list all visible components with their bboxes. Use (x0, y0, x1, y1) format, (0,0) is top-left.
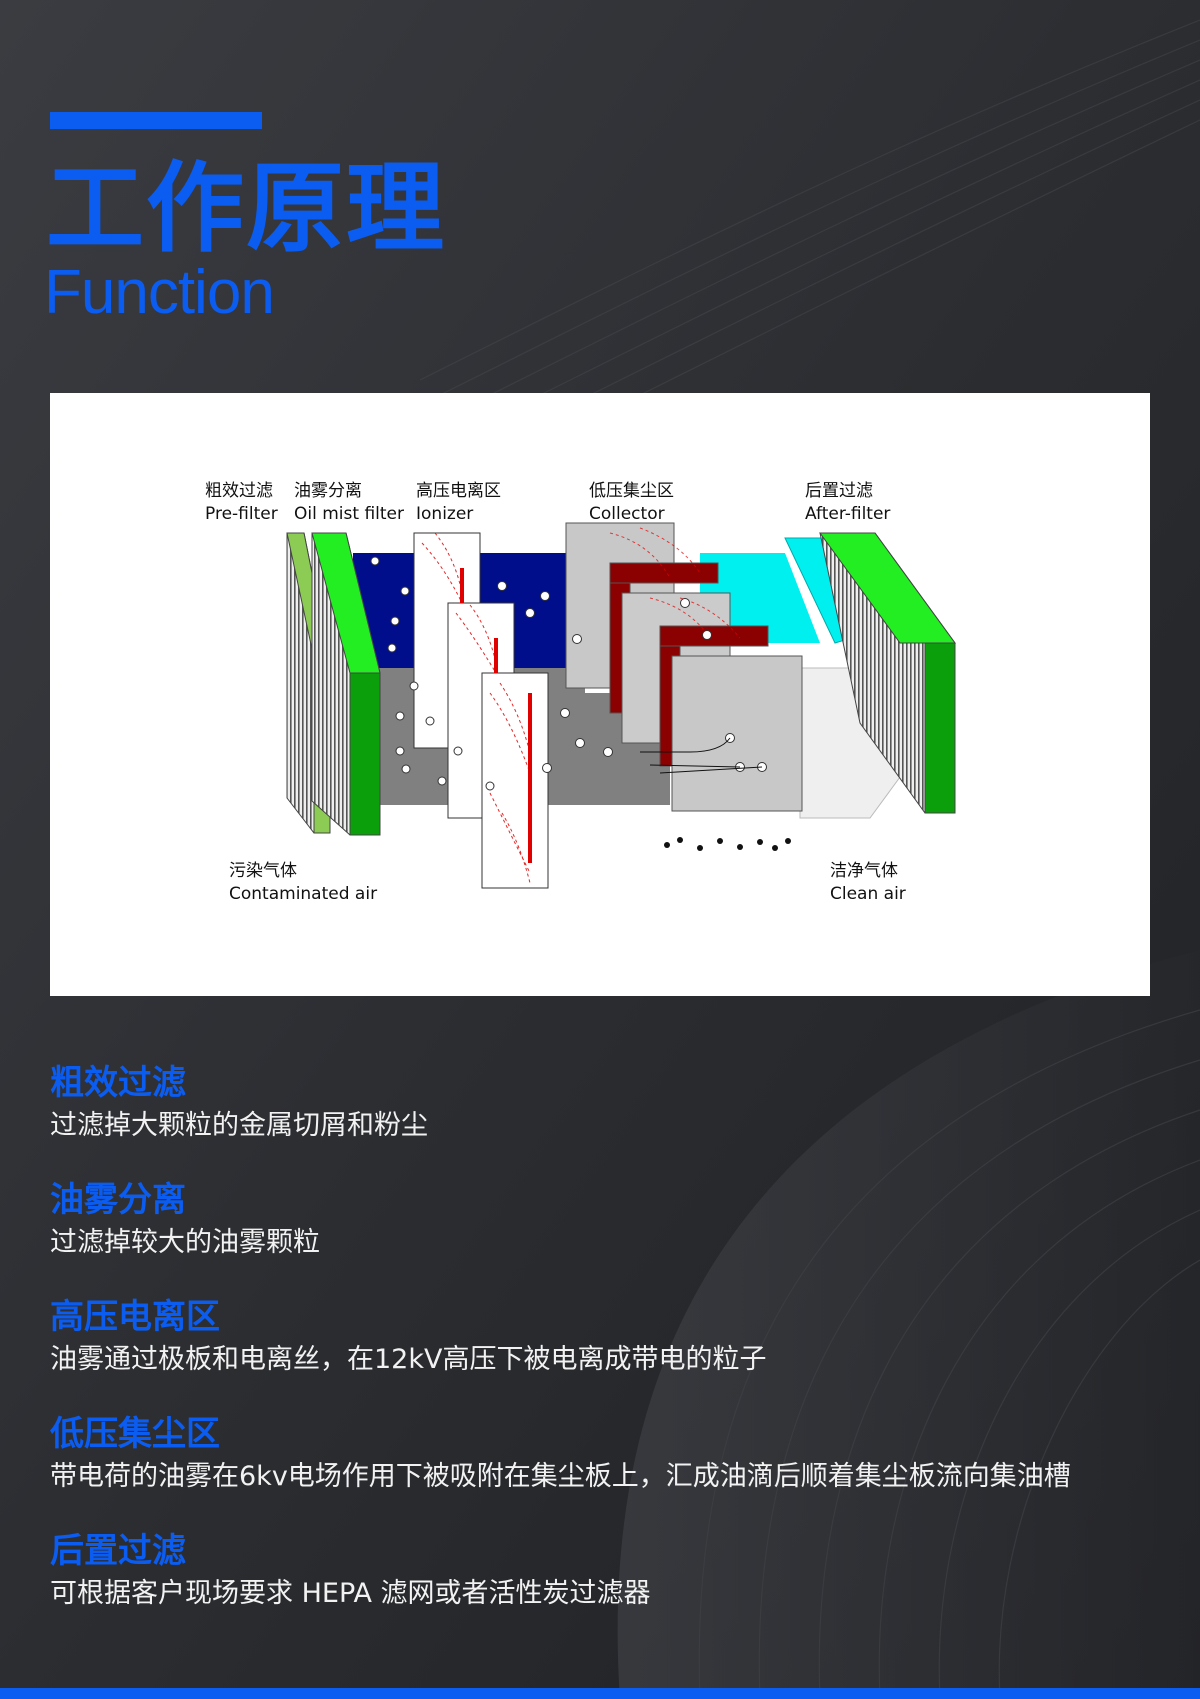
label-oilmist-en: Oil mist filter (294, 504, 404, 524)
function-sections: 粗效过滤 过滤掉大颗粒的金属切屑和粉尘 油雾分离 过滤掉较大的油雾颗粒 高压电离… (50, 1060, 1160, 1645)
label-clean-en: Clean air (830, 884, 906, 904)
air-filter-diagram: 粗效过滤 Pre-filter 油雾分离 Oil mist filter 高压电… (205, 481, 956, 904)
collector-plates (565, 522, 803, 812)
page-subtitle: Function (44, 258, 275, 327)
section-afterfilter: 后置过滤 可根据客户现场要求 HEPA 滤网或者活性炭过滤器 (50, 1528, 1160, 1645)
section-desc: 过滤掉较大的油雾颗粒 (50, 1227, 320, 1258)
label-contaminated-cn: 污染气体 (229, 861, 297, 881)
label-collector-cn: 低压集尘区 (589, 481, 674, 501)
label-ionizer-en: Ionizer (416, 504, 473, 524)
bottom-accent-bar (0, 1688, 1200, 1699)
section-title: 后置过滤 (50, 1531, 186, 1571)
label-afterfilter-en: After-filter (805, 504, 890, 524)
section-collector: 低压集尘区 带电荷的油雾在6kv电场作用下被吸附在集尘板上，汇成油滴后顺着集尘板… (50, 1411, 1160, 1528)
label-afterfilter-cn: 后置过滤 (805, 481, 873, 501)
ionizer-wires (460, 568, 532, 863)
page-title: 工作原理 (46, 152, 447, 266)
particles-uncharged (370, 556, 495, 791)
label-clean-cn: 洁净气体 (830, 861, 898, 881)
section-desc: 可根据客户现场要求 HEPA 滤网或者活性炭过滤器 (50, 1578, 651, 1609)
oil-droplets (664, 837, 791, 851)
label-prefilter-cn: 粗效过滤 (205, 481, 273, 501)
label-contaminated-en: Contaminated air (229, 884, 377, 904)
ionizer-plates (413, 532, 549, 889)
label-prefilter-en: Pre-filter (205, 504, 278, 524)
label-collector-en: Collector (589, 504, 665, 524)
section-desc: 过滤掉大颗粒的金属切屑和粉尘 (50, 1110, 428, 1141)
section-title: 低压集尘区 (50, 1414, 220, 1454)
section-desc: 带电荷的油雾在6kv电场作用下被吸附在集尘板上，汇成油滴后顺着集尘板流向集油槽 (50, 1461, 1071, 1492)
label-ionizer-cn: 高压电离区 (416, 481, 501, 501)
particles-charged (497, 581, 767, 773)
label-oilmist-cn: 油雾分离 (294, 481, 362, 501)
section-title: 油雾分离 (50, 1180, 186, 1220)
section-ionizer: 高压电离区 油雾通过极板和电离丝，在12kV高压下被电离成带电的粒子 (50, 1294, 1160, 1411)
section-title: 粗效过滤 (50, 1063, 186, 1103)
section-oilmist: 油雾分离 过滤掉较大的油雾颗粒 (50, 1177, 1160, 1294)
section-title: 高压电离区 (50, 1297, 220, 1337)
section-prefilter: 粗效过滤 过滤掉大颗粒的金属切屑和粉尘 (50, 1060, 1160, 1177)
section-desc: 油雾通过极板和电离丝，在12kV高压下被电离成带电的粒子 (50, 1344, 767, 1375)
diagram-panel: 粗效过滤 Pre-filter 油雾分离 Oil mist filter 高压电… (50, 393, 1150, 996)
title-accent-bar (50, 112, 262, 129)
